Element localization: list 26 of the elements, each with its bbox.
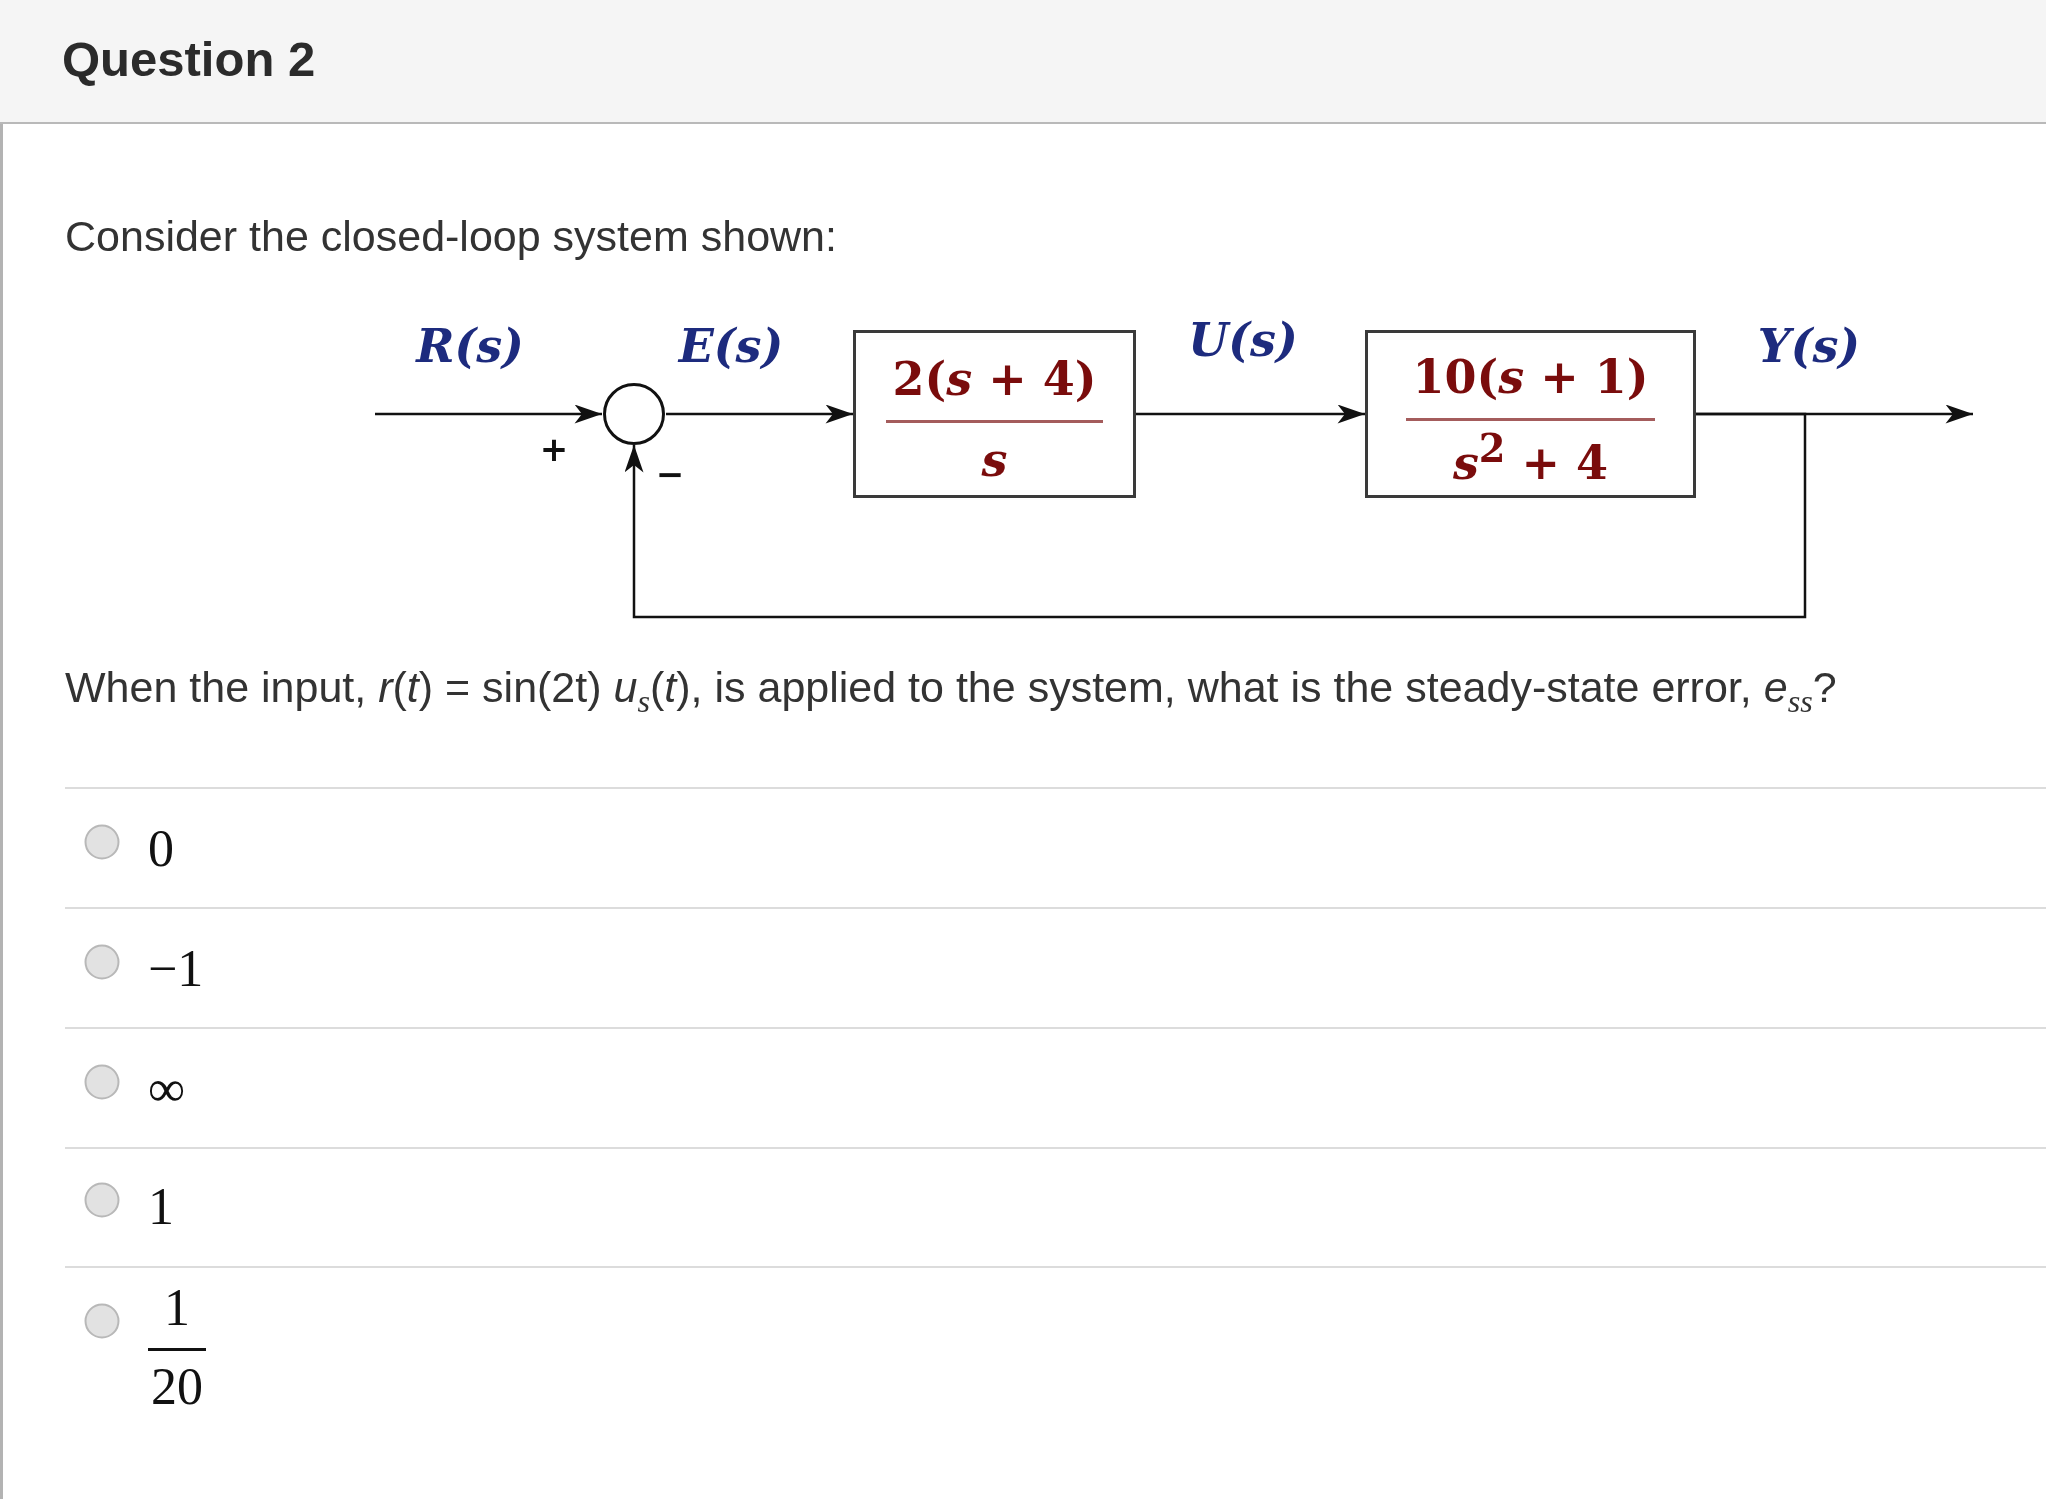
numerator-text: 2(s + 4) [892,356,1097,402]
signal-arrow [1136,404,1365,424]
option-label: 0 [148,823,174,875]
feedback-arrow [624,412,1807,619]
numerator-text: 10(s + 1) [1412,354,1649,400]
question-title: Question 2 [62,35,316,84]
fraction-numerator: 1 [164,1282,190,1334]
option-label: −1 [148,943,204,995]
transfer-function-block [853,330,1136,498]
option-label: 1 [148,1181,174,1233]
denominator-text: s [981,437,1008,483]
intro-text: Consider the closed-loop system shown: [65,212,837,262]
transfer-function-block [1365,330,1696,498]
summing-junction [602,383,666,445]
signal-label: R(s) [416,323,524,369]
fraction-denominator: 20 [151,1361,203,1413]
signal-label: U(s) [1188,317,1298,363]
minus-sign: − [655,457,685,491]
signal-arrow [375,404,602,424]
signal-arrow [666,404,853,424]
plus-sign: + [539,432,569,466]
signal-label: Y(s) [1757,323,1861,369]
denominator-text: s$^{2}$ + 4 [1452,430,1609,486]
question-text: When the input, r(t) = sin(2t) u$_{s}$(t), is applied to the system, what is the steady-state error, e$_{ss}$? [65,663,1837,720]
signal-label: E(s) [678,323,784,369]
option-label: ∞ [148,1063,186,1115]
